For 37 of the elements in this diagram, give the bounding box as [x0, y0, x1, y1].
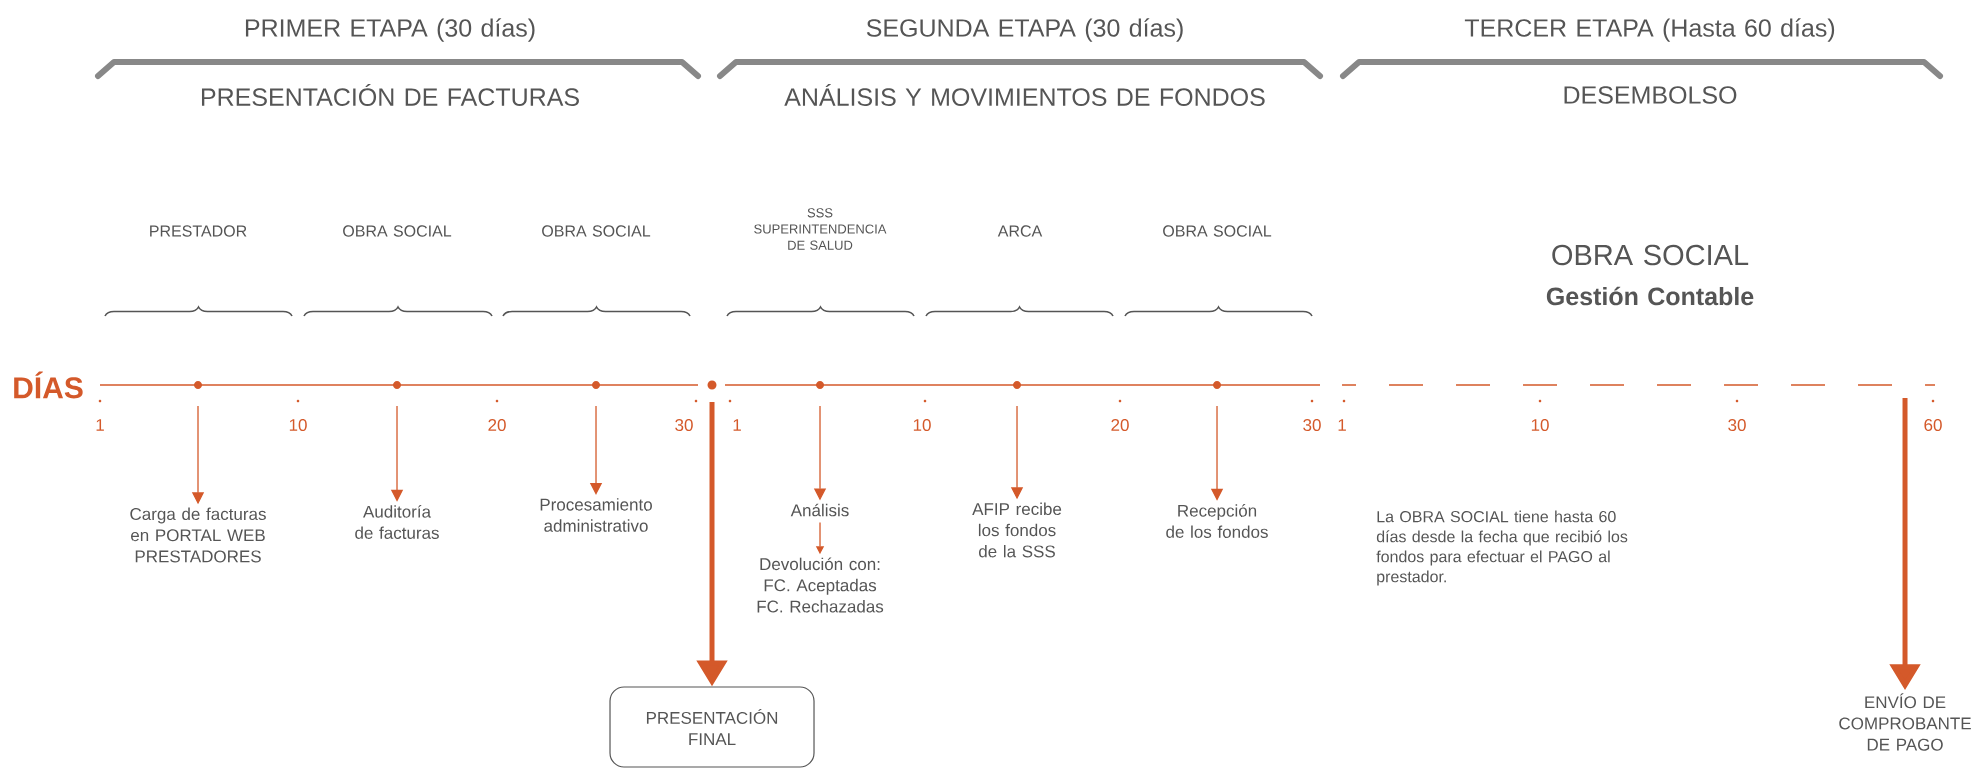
actor-label: PRESTADOR — [150, 225, 247, 237]
tick-label: 1 — [96, 419, 104, 431]
tick-label: 20 — [488, 419, 506, 432]
phase-title: ANÁLISIS Y MOVIMIENTOS DE FONDOS — [784, 84, 1265, 106]
event-text: Análisis — [790, 503, 849, 517]
tick-label: 30 — [1303, 419, 1321, 432]
actor-title: OBRA SOCIAL — [1552, 244, 1749, 266]
event-text: ENVÍO DE COMPROBANTE DE PAGO — [1839, 693, 1971, 751]
event-text: Carga de facturas en PORTAL WEB PRESTADORES — [130, 507, 266, 563]
tick-label: 10 — [289, 419, 307, 432]
tick-label: 1 — [1338, 419, 1346, 431]
phase-title: PRESENTACIÓN DE FACTURAS — [202, 84, 579, 106]
event-text: Procesamiento administrativo — [540, 498, 652, 532]
actor-label: OBRA SOCIAL — [343, 225, 452, 237]
actor-subtitle: Gestión Contable — [1546, 286, 1754, 306]
actor-label: OBRA SOCIAL — [542, 225, 651, 237]
actor-label: SSS SUPERINTENDENCIA DE SALUD — [754, 208, 887, 250]
tick-label: 10 — [913, 419, 931, 432]
actor-label: ARCA — [997, 225, 1043, 237]
stage-title: SEGUNDA ETAPA (30 días) — [866, 18, 1183, 42]
event-text: Devolución con: FC. Aceptadas FC. Rechazadas — [757, 557, 884, 613]
note-text: La OBRA SOCIAL tiene hasta 60 días desde la fecha que recibió los fondos para efectuar el PAGO al prestador. — [1376, 510, 1628, 586]
stage-title: TERCER ETAPA (Hasta 60 días) — [1464, 18, 1835, 42]
process-box: PRESENTACIÓN FINAL — [609, 686, 815, 768]
tick-label: 60 — [1924, 419, 1942, 432]
tick-label: 30 — [1728, 419, 1746, 432]
event-text: Recepción de los fondos — [1166, 504, 1268, 538]
actor-label: OBRA SOCIAL — [1163, 225, 1272, 237]
tick-label: 30 — [675, 419, 693, 432]
axis-label: DÍAS — [14, 371, 83, 399]
tick-label: 10 — [1531, 419, 1549, 432]
tick-label: 1 — [733, 419, 741, 431]
stage-title: PRIMER ETAPA (30 días) — [245, 18, 535, 42]
tick-label: 20 — [1111, 419, 1129, 432]
phase-title: DESEMBOLSO — [1564, 86, 1737, 104]
event-text: Auditoría de facturas — [355, 505, 439, 539]
event-text: AFIP recibe los fondos de la SSS — [972, 502, 1062, 558]
